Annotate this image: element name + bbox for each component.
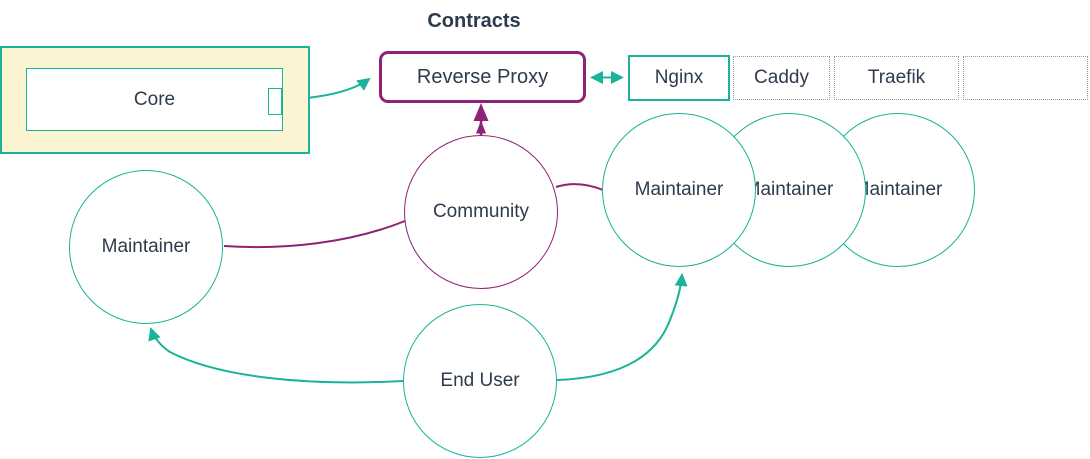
cell-empty [963, 56, 1088, 100]
edge-community-maintainer-right [555, 183, 604, 191]
edge-community-maintainer-left [223, 220, 406, 249]
reverse-proxy-label: Reverse Proxy [416, 65, 549, 88]
arrowhead-community-reverse-proxy [473, 103, 489, 121]
node-maintainer-left: Maintainer [69, 170, 223, 324]
edge-end-user-to-maintainer-right [556, 273, 688, 381]
caddy-label: Caddy [754, 67, 809, 88]
maintainer-right-2-label: Maintainer [744, 179, 834, 200]
cell-caddy: Caddy [733, 56, 830, 100]
node-maintainer-right-2: Maintainer [712, 113, 866, 267]
maintainer-right-3-label: Maintainer [853, 179, 943, 200]
node-community: Community [404, 135, 558, 289]
arrowhead-community-reverse-proxy-small [476, 120, 486, 134]
community-label: Community [432, 201, 530, 222]
core-port [268, 88, 282, 115]
cell-traefik: Traefik [834, 56, 959, 100]
edge-end-user-to-maintainer-left [148, 327, 404, 384]
maintainer-right-1-label: Maintainer [634, 179, 724, 200]
core-label: Core [133, 88, 176, 110]
cell-nginx: Nginx [628, 55, 730, 101]
nginx-label: Nginx [654, 67, 704, 88]
node-core: Core [26, 68, 283, 131]
node-maintainer-right-1: Maintainer [602, 113, 756, 267]
maintainer-left-label: Maintainer [101, 236, 191, 257]
node-end-user: End User [403, 304, 557, 458]
node-reverse-proxy: Reverse Proxy [379, 51, 586, 103]
end-user-label: End User [440, 370, 520, 391]
contracts-subgraph-title: Contracts [427, 10, 521, 32]
traefik-label: Traefik [867, 67, 926, 88]
